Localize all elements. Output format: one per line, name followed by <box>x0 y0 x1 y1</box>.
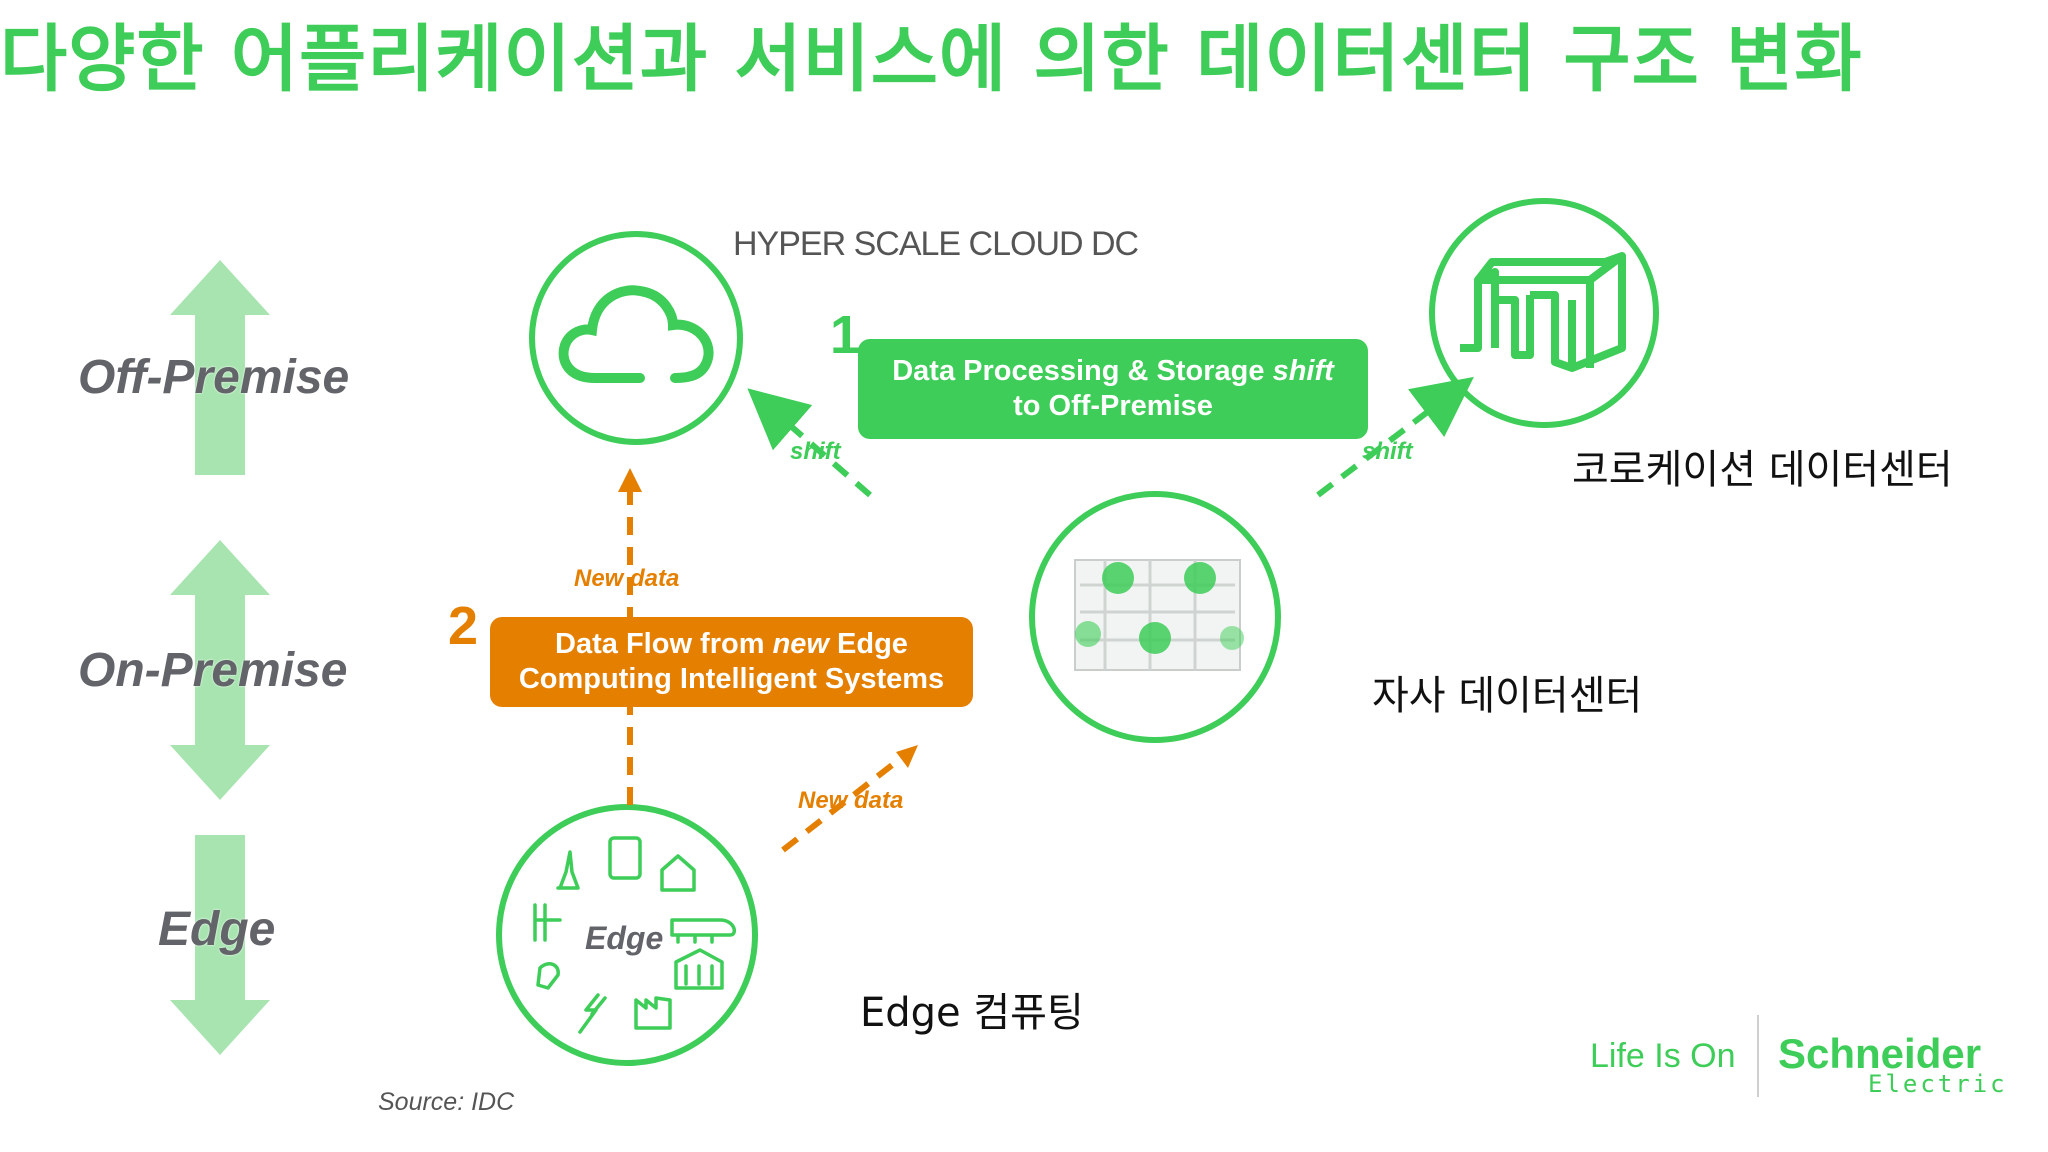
shift-right-label: shift <box>1362 438 1413 465</box>
new-data-top-label: New data <box>574 565 680 592</box>
cloud-circle <box>529 231 743 445</box>
hyper-scale-label: HYPER SCALE CLOUD DC <box>733 225 1139 263</box>
shift-left-arrow <box>747 388 872 498</box>
cloud-icon <box>558 285 714 383</box>
colocation-circle <box>1429 198 1659 428</box>
step-1-line-2: to Off-Premise <box>1013 390 1213 422</box>
iot-devices-icon <box>533 836 737 1034</box>
off-premise-up-arrow-icon <box>170 260 270 475</box>
schneider-logo: Schneider <box>1778 1030 1982 1077</box>
shift-left-label: shift <box>790 438 841 465</box>
brand-divider <box>1757 1015 1759 1097</box>
edge-down-arrow-icon <box>170 835 270 1055</box>
tier-arrows <box>170 260 270 1055</box>
on-premise-double-arrow-icon <box>170 540 270 800</box>
new-data-diagonal-arrow <box>781 752 907 853</box>
step-1-line-1: Data Processing & Storage shift <box>892 355 1334 387</box>
life-is-on-logo: Life Is On <box>1590 1037 1736 1075</box>
electric-logo: Electric <box>1868 1070 2008 1098</box>
step-2-line-1: Data Flow from new Edge <box>555 628 908 660</box>
step-2-line-2: Computing Intelligent Systems <box>518 663 945 695</box>
off-premise-label: Off-Premise <box>78 351 350 404</box>
edge-computing-label: Edge 컴퓨팅 <box>860 990 1084 1036</box>
edge-label: Edge <box>158 903 276 956</box>
colocation-label: 코로케이션 데이터센터 <box>1572 447 1953 493</box>
page-title: 다양한 어플리케이션과 서비스에 의한 데이터센터 구조 변화 <box>0 17 1863 102</box>
step-1-number: 1 <box>830 305 861 365</box>
step-2-box: Data Flow from new Edge Computing Intell… <box>490 617 973 707</box>
source-note: Source: IDC <box>378 1088 515 1116</box>
edge-circle <box>496 804 758 1066</box>
enterprise-label: 자사 데이터센터 <box>1372 673 1643 719</box>
new-data-bottom-label: New data <box>798 787 904 814</box>
step-1-box: Data Processing & Storage shift to Off-P… <box>858 339 1368 439</box>
step-2-number: 2 <box>448 596 479 656</box>
on-premise-label: On-Premise <box>78 644 348 697</box>
data-center-rack-icon <box>1074 559 1244 671</box>
enterprise-circle <box>1029 491 1281 743</box>
colocation-building-icon <box>1460 252 1626 372</box>
edge-circle-label: Edge <box>585 920 664 956</box>
